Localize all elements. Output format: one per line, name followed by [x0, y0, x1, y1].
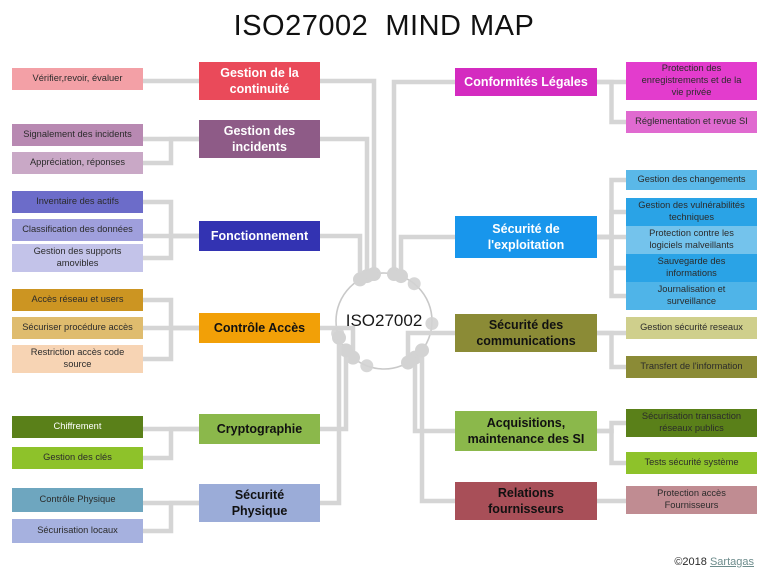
sub-node-continuite-0-label: Vérifier,revoir, évaluer [32, 73, 123, 84]
sub-node-securite-exploitation-0-label: Gestion des changements [637, 174, 746, 185]
sub-node-fonctionnement-0[interactable]: Inventaire des actifs [12, 191, 143, 213]
sub-node-controle-acces-1[interactable]: Sécuriser procédure accès [12, 317, 143, 339]
sub-node-securite-exploitation-0[interactable]: Gestion des changements [626, 170, 757, 190]
sub-node-cryptographie-0-label: Chiffrement [53, 421, 102, 432]
footer-copyright: ©2018 [674, 556, 710, 568]
footer-credit: ©2018 Sartagas [674, 556, 754, 568]
sub-node-securite-communications-1[interactable]: Transfert de l'information [626, 356, 757, 378]
center-node[interactable]: ISO27002 [336, 273, 432, 369]
main-node-fonctionnement-label: Fonctionnement [210, 229, 309, 243]
sub-node-incidents-0-label: Signalement des incidents [23, 129, 132, 140]
sub-node-securite-communications-0-label: Gestion sécurité reseaux [640, 322, 743, 333]
sub-node-securite-physique-0-label: Contrôle Physique [39, 494, 116, 505]
main-node-acquisitions[interactable]: Acquisitions,maintenance des SI [455, 411, 597, 451]
sub-node-conformites-legales-1[interactable]: Réglementation et revue SI [626, 111, 757, 133]
sub-node-cryptographie-1-label: Gestion des clés [43, 452, 112, 463]
page-title: ISO27002 MIND MAP [233, 10, 535, 42]
main-node-cryptographie[interactable]: Cryptographie [199, 414, 320, 444]
sub-node-fonctionnement-0-label: Inventaire des actifs [36, 196, 119, 207]
sub-node-securite-communications-0[interactable]: Gestion sécurité reseaux [626, 317, 757, 339]
sub-node-acquisitions-1-label: Tests sécurité système [644, 457, 739, 468]
sub-node-securite-physique-0[interactable]: Contrôle Physique [12, 488, 143, 512]
sub-node-incidents-1[interactable]: Appréciation, réponses [12, 152, 143, 174]
sub-node-securite-physique-1-label: Sécurisation locaux [37, 525, 118, 536]
main-node-conformites-legales[interactable]: Conformités Légales [455, 68, 597, 96]
sub-node-fonctionnement-1[interactable]: Classification des données [12, 219, 143, 241]
sub-node-securite-communications-1-label: Transfert de l'information [640, 361, 743, 372]
sub-node-incidents-1-label: Appréciation, réponses [29, 157, 126, 168]
main-node-controle-acces[interactable]: Contrôle Accès [199, 313, 320, 343]
main-node-conformites-legales-label: Conformités Légales [464, 75, 588, 89]
sub-node-controle-acces-0-label: Accès réseau et users [31, 294, 124, 305]
main-node-acquisitions-label: Acquisitions,maintenance des SI [467, 416, 585, 446]
sub-node-controle-acces-1-label: Sécuriser procédure accès [22, 322, 133, 333]
sub-node-cryptographie-0[interactable]: Chiffrement [12, 416, 143, 438]
sub-node-conformites-legales-1-label: Réglementation et revue SI [635, 116, 748, 127]
main-node-fonctionnement[interactable]: Fonctionnement [199, 221, 320, 251]
main-node-cryptographie-label: Cryptographie [216, 422, 303, 436]
sub-node-continuite-0[interactable]: Vérifier,revoir, évaluer [12, 68, 143, 90]
center-node-label: ISO27002 [345, 311, 423, 330]
main-node-controle-acces-label: Contrôle Accès [213, 321, 306, 335]
sub-node-incidents-0[interactable]: Signalement des incidents [12, 124, 143, 146]
sub-node-cryptographie-1[interactable]: Gestion des clés [12, 447, 143, 469]
sub-node-controle-acces-0[interactable]: Accès réseau et users [12, 289, 143, 311]
sub-node-acquisitions-1[interactable]: Tests sécurité système [626, 452, 757, 474]
sub-node-fonctionnement-1-label: Classification des données [22, 224, 133, 235]
sub-node-securite-physique-1[interactable]: Sécurisation locaux [12, 519, 143, 543]
footer-author[interactable]: Sartagas [709, 556, 754, 568]
